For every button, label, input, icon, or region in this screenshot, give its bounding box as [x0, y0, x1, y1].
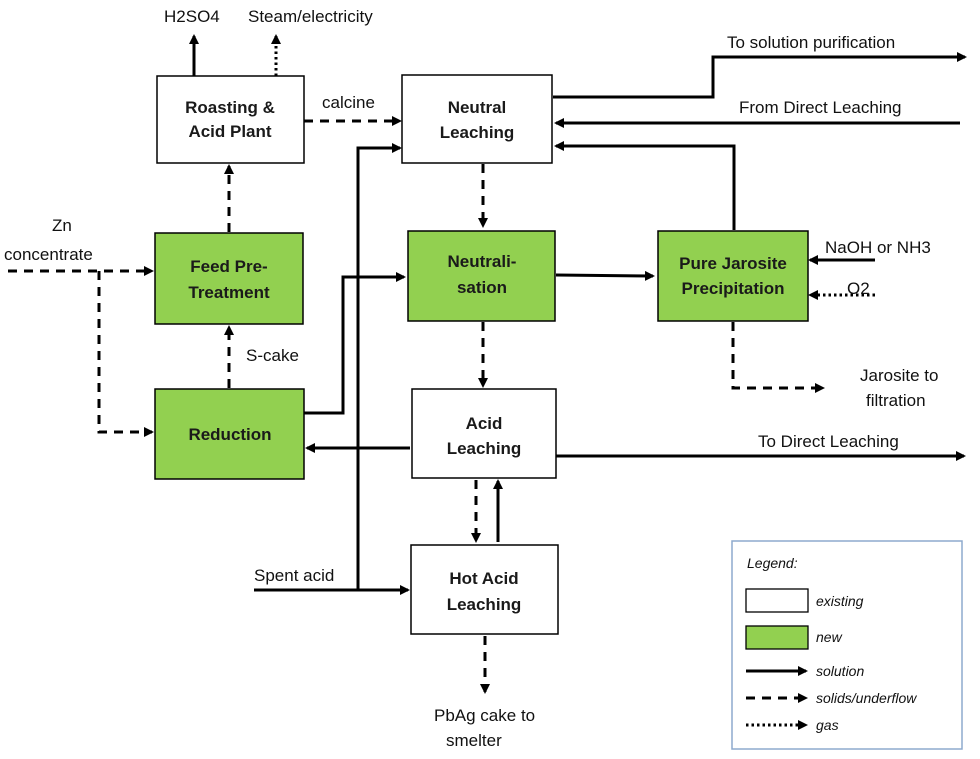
- roasting-label-1: Roasting &: [185, 98, 275, 117]
- feed-pretreatment-label-2: Treatment: [188, 283, 270, 302]
- legend-new-label: new: [816, 629, 843, 645]
- neutral-leaching-label-2: Leaching: [440, 123, 515, 142]
- neutralisation-box: Neutrali- sation: [407, 230, 556, 322]
- o2-label: O2: [847, 279, 870, 298]
- naoh-label: NaOH or NH3: [825, 238, 931, 257]
- zn-label-2: concentrate: [4, 245, 93, 264]
- legend: Legend: existing new solution solids/und…: [731, 540, 963, 750]
- acid-leaching-rect: [411, 388, 557, 479]
- legend-solution-label: solution: [816, 663, 864, 679]
- spent-acid-label: Spent acid: [254, 566, 334, 585]
- jarosite-filtration-label-1: Jarosite to: [860, 366, 938, 385]
- neutralisation-to-jarosite-flow: [555, 270, 655, 281]
- steam-label: Steam/electricity: [248, 7, 373, 26]
- legend-new-swatch: [745, 625, 809, 650]
- from-direct-leaching-label: From Direct Leaching: [739, 98, 902, 117]
- neutralisation-rect: [407, 230, 556, 322]
- hot-acid-leaching-rect: [410, 544, 559, 635]
- legend-title: Legend:: [747, 555, 798, 571]
- feed-pretreatment-label-1: Feed Pre-: [190, 257, 267, 276]
- roasting-rect: [156, 75, 305, 164]
- legend-gas-label: gas: [816, 717, 839, 733]
- neutral-leaching-label-1: Neutral: [448, 98, 507, 117]
- calcine-label: calcine: [322, 93, 375, 112]
- jarosite-filtration-flow: [731, 322, 825, 393]
- reduction-to-neutralisation-flow: [304, 272, 406, 415]
- legend-existing-label: existing: [816, 593, 864, 609]
- feed-pretreatment-box: Feed Pre- Treatment: [154, 232, 304, 325]
- neutral-leaching-box: Neutral Leaching: [401, 74, 553, 164]
- s-cake-label: S-cake: [246, 346, 299, 365]
- hot-acid-leaching-box: Hot Acid Leaching: [410, 544, 559, 635]
- jarosite-return-flow: [554, 141, 736, 230]
- to-solution-purification-label: To solution purification: [727, 33, 895, 52]
- reduction-label: Reduction: [188, 425, 271, 444]
- legend-solids-label: solids/underflow: [816, 690, 917, 706]
- to-direct-leaching-label: To Direct Leaching: [758, 432, 899, 451]
- pure-jarosite-label-1: Pure Jarosite: [679, 254, 787, 273]
- neutralisation-label-1: Neutrali-: [448, 252, 517, 271]
- zn-concentrate-branch-flow: [97, 271, 154, 437]
- acid-leaching-label-2: Leaching: [447, 439, 522, 458]
- hot-acid-leaching-label-1: Hot Acid: [449, 569, 518, 588]
- reduction-box: Reduction: [154, 388, 305, 480]
- pbag-label-1: PbAg cake to: [434, 706, 535, 725]
- pbag-label-2: smelter: [446, 731, 502, 750]
- roasting-label-2: Acid Plant: [188, 122, 271, 141]
- legend-existing-swatch: [745, 588, 809, 613]
- zn-label-1: Zn: [52, 216, 72, 235]
- neutralisation-label-2: sation: [457, 278, 507, 297]
- pure-jarosite-label-2: Precipitation: [682, 279, 785, 298]
- h2so4-label: H2SO4: [164, 7, 220, 26]
- spent-acid-to-neutral-flow: [356, 143, 402, 590]
- jarosite-filtration-label-2: filtration: [866, 391, 926, 410]
- pure-jarosite-box: Pure Jarosite Precipitation: [657, 230, 809, 322]
- pure-jarosite-rect: [657, 230, 809, 322]
- roasting-acid-plant-box: Roasting & Acid Plant: [156, 75, 305, 164]
- hot-acid-leaching-label-2: Leaching: [447, 595, 522, 614]
- to-solution-purification-flow: [553, 52, 967, 99]
- feed-pretreatment-rect: [154, 232, 304, 325]
- reduction-rect: [154, 388, 305, 480]
- neutral-leaching-rect: [401, 74, 553, 164]
- acid-leaching-box: Acid Leaching: [411, 388, 557, 479]
- acid-leaching-label-1: Acid: [466, 414, 503, 433]
